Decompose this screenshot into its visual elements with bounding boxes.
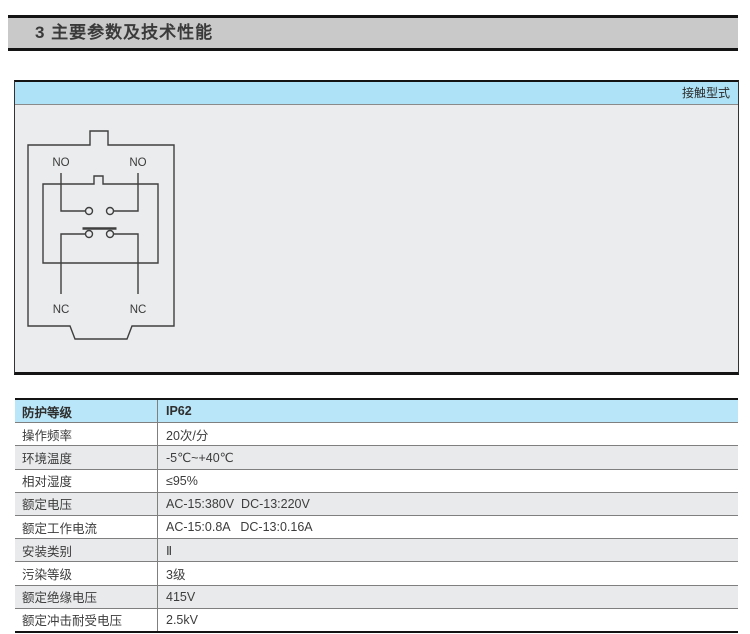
no-contact-terminal-right xyxy=(105,206,115,216)
row-param: 相对湿度 xyxy=(15,469,158,492)
row-value: AC-15:380V DC-13:220V xyxy=(166,496,310,511)
panel-header: 接触型式 xyxy=(15,82,738,105)
table-row: 额定工作电流 AC-15:0.8A DC-13:0.16A xyxy=(15,515,738,540)
no-left-lead xyxy=(60,173,86,212)
row-param: 额定电压 xyxy=(15,492,158,515)
table-row: 安装类别 Ⅱ xyxy=(15,539,738,563)
label-nc-right: NC xyxy=(130,304,147,316)
section-title: 3 主要参数及技术性能 xyxy=(35,23,214,42)
section-header: 3 主要参数及技术性能 xyxy=(8,15,738,51)
table-row: 相对湿度 ≤95% xyxy=(15,469,738,493)
nc-contact-terminal-left xyxy=(84,229,94,239)
spec-table: 防护等级 IP62 操作频率 20次/分 环境温度 -5℃~+40℃ 相对湿度 … xyxy=(15,398,738,633)
row-param: 额定工作电流 xyxy=(15,515,158,539)
row-value: 20次/分 xyxy=(166,428,209,443)
row-param: 环境温度 xyxy=(15,446,158,469)
nc-right-lead xyxy=(113,233,139,294)
no-right-lead xyxy=(113,173,139,212)
row-value: -5℃~+40℃ xyxy=(166,450,234,465)
table-row: 环境温度 -5℃~+40℃ xyxy=(15,446,738,470)
row-param: 污染等级 xyxy=(15,562,158,585)
table-header-row: 防护等级 IP62 xyxy=(15,400,738,424)
row-param: 操作频率 xyxy=(15,423,158,446)
table-row: 污染等级 3级 xyxy=(15,562,738,586)
nc-contact-terminal-right xyxy=(105,229,115,239)
contact-diagram: NO NO NC NC xyxy=(27,130,175,340)
row-param: 额定冲击耐受电压 xyxy=(15,608,158,631)
row-value: AC-15:0.8A DC-13:0.16A xyxy=(166,520,313,535)
row-value: 415V xyxy=(166,589,196,604)
switch-body-outline xyxy=(27,130,175,340)
label-nc-left: NC xyxy=(53,304,70,316)
panel-header-label: 接触型式 xyxy=(681,86,730,100)
table-row: 额定电压 AC-15:380V DC-13:220V xyxy=(15,492,738,516)
no-contact-terminal-left xyxy=(84,206,94,216)
row-param: 安装类别 xyxy=(15,539,158,562)
table-row: 额定冲击耐受电压 2.5kV xyxy=(15,608,738,631)
row-param: 额定绝缘电压 xyxy=(15,585,158,608)
table-row: 额定绝缘电压 415V xyxy=(15,585,738,609)
table-header-param: 防护等级 xyxy=(15,400,158,423)
row-value: 2.5kV xyxy=(166,612,198,627)
table-row: 操作频率 20次/分 xyxy=(15,423,738,447)
row-value: ≤95% xyxy=(166,473,198,488)
label-no-right: NO xyxy=(129,157,146,169)
row-value: 3级 xyxy=(166,567,186,582)
nc-left-lead xyxy=(60,233,86,294)
table-header-value: IP62 xyxy=(166,404,192,419)
contact-block-outline xyxy=(42,175,159,264)
panel-body: NO NO NC NC xyxy=(15,105,738,372)
contact-type-panel: 接触型式 NO NO NC NC xyxy=(14,80,739,375)
label-no-left: NO xyxy=(52,157,69,169)
row-value: Ⅱ xyxy=(166,543,173,558)
